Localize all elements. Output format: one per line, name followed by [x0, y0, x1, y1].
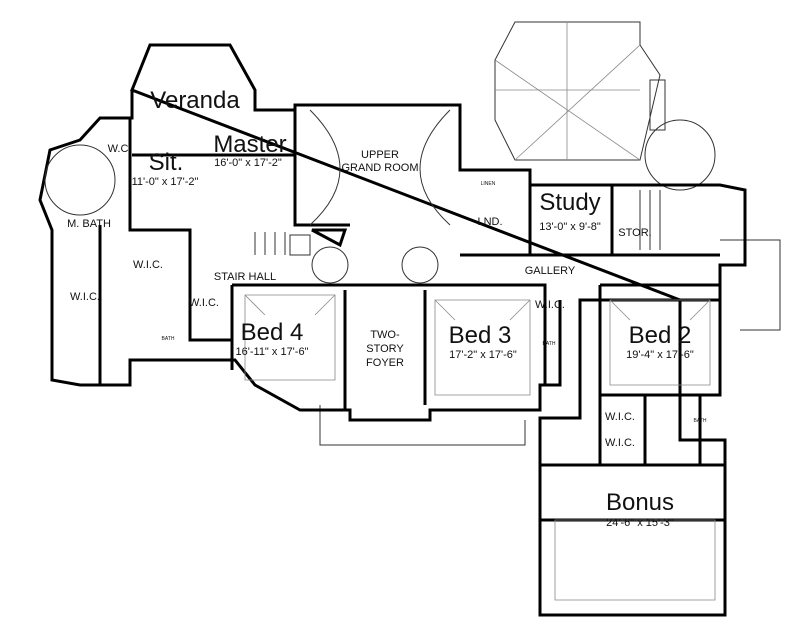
storage-label: STOR. — [618, 227, 651, 239]
wic-bed2-2-label: W.I.C. — [605, 437, 635, 449]
bed4-label: Bed 4 — [241, 319, 304, 346]
stairs — [254, 190, 661, 255]
upper-grand-room-label-1: UPPER — [361, 149, 399, 161]
linen-label: LINEN — [481, 181, 496, 187]
foyer-label-3: FOYER — [366, 357, 404, 369]
foyer-label-2: STORY — [366, 343, 404, 355]
wic-bed4-label: W.I.C. — [189, 297, 219, 309]
study-label: Study — [539, 189, 600, 216]
laundry-label: LND. — [477, 216, 502, 228]
wic-bed2-1-label: W.I.C. — [605, 411, 635, 423]
study-size: 13'-0" x 9'-8" — [539, 221, 601, 233]
foyer-label-1: TWO- — [370, 329, 400, 341]
wic-bed3-label: W.I.C. — [535, 299, 565, 311]
bonus-label: Bonus — [606, 489, 674, 516]
bath-bed2-label: BATH — [694, 418, 707, 424]
sitting-size: 11'-0" x 17'-2" — [132, 176, 199, 188]
interior-details — [44, 109, 716, 601]
room-labels: Veranda W.C Master 16'-0" x 17'-2" Sit. … — [67, 87, 707, 529]
bed2-label: Bed 2 — [629, 322, 692, 349]
gallery-label: GALLERY — [525, 265, 576, 277]
bath-bed3-label: BATH — [543, 341, 556, 347]
roof-turret — [494, 21, 661, 161]
bonus-size: 24'-6" x 15'-3" — [606, 517, 674, 529]
walls — [38, 43, 747, 617]
master-label: Master — [213, 131, 286, 158]
master-size: 16'-0" x 17'-2" — [214, 157, 282, 169]
bed2-size: 19'-4" x 17'-6" — [626, 349, 694, 361]
veranda-label: Veranda — [150, 87, 240, 114]
roof-outline — [319, 21, 781, 446]
bed3-label: Bed 3 — [449, 322, 512, 349]
master-bath-label: M. BATH — [67, 218, 111, 230]
sitting-label: Sit. — [149, 149, 184, 176]
wc-label: W.C — [108, 143, 129, 155]
bed3-size: 17'-2" x 17'-6" — [449, 349, 517, 361]
wic-master-1-label: W.I.C. — [133, 259, 163, 271]
upper-grand-room-label-2: GRAND ROOM — [342, 162, 419, 174]
stair-hall-label: STAIR HALL — [214, 271, 276, 283]
bed4-size: 16'-11" x 17'-6" — [236, 346, 309, 358]
wic-master-2-label: W.I.C. — [70, 291, 100, 303]
bath-bed4-label: BATH — [162, 336, 175, 342]
